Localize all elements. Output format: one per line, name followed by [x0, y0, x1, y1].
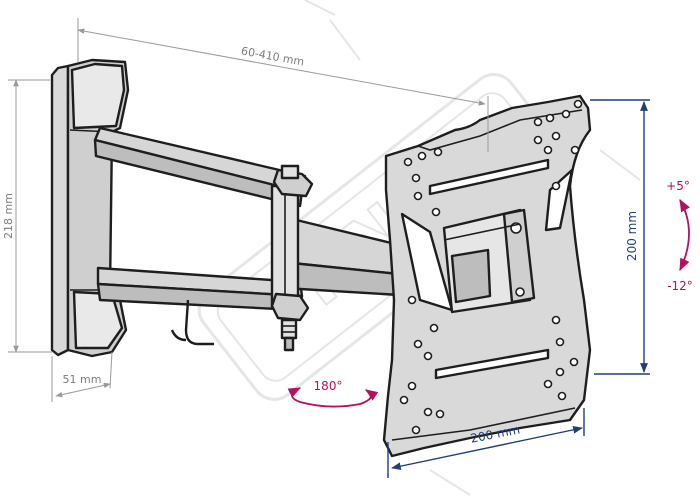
wall-plate-height-label: 218 mm — [2, 193, 15, 239]
wall-plate — [50, 58, 130, 358]
swivel-label: 180° — [314, 379, 343, 393]
vesa-vertical-dimension: 200 mm — [590, 99, 650, 375]
swing-arm-lower — [96, 266, 304, 312]
tilt-indicator: +5° -12° — [666, 179, 693, 293]
hinge-pivot — [270, 164, 314, 352]
wall-plate-depth-dimension: 51 mm — [51, 351, 113, 402]
extension-dimension: 60-410 mm — [77, 18, 489, 152]
tilt-up-label: +5° — [666, 179, 690, 193]
tilt-bracket — [442, 208, 536, 314]
cable-hook — [170, 299, 214, 346]
tilt-down-label: -12° — [667, 279, 693, 293]
wall-plate-height-dimension: 218 mm — [2, 79, 52, 353]
swivel-indicator: 180° — [287, 379, 379, 408]
wall-plate-depth-label: 51 mm — [63, 373, 102, 386]
vesa-vertical-label: 200 mm — [625, 211, 639, 261]
